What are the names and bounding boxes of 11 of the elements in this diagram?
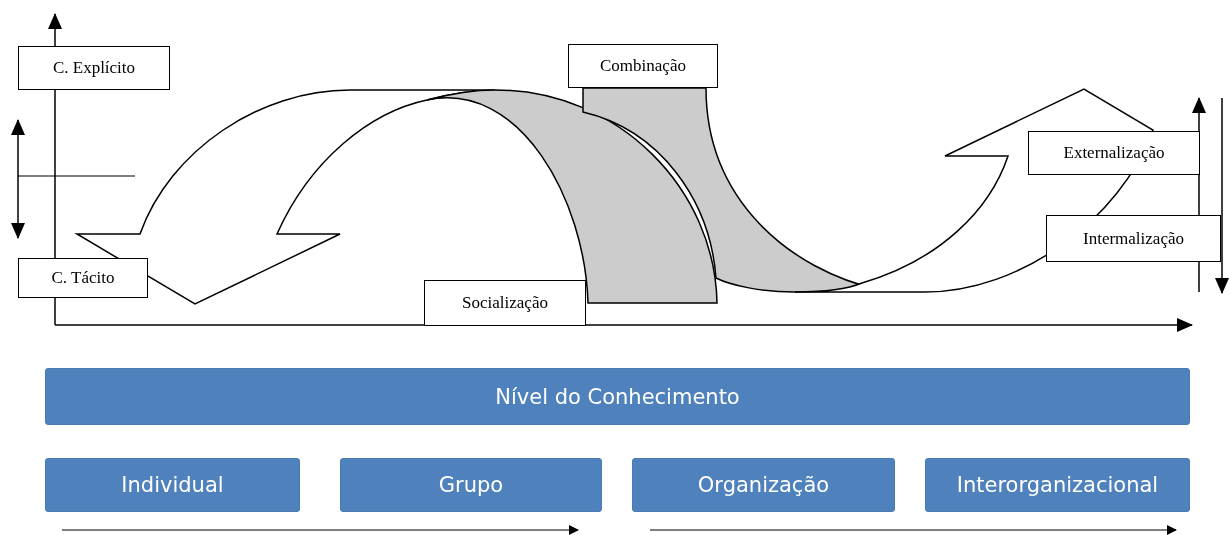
level-box: Grupo <box>340 458 602 512</box>
label-box: C. Explícito <box>18 46 170 90</box>
level-bar: Nível do Conhecimento <box>45 368 1190 425</box>
label-box: Externalização <box>1028 131 1200 175</box>
level-box: Interorganizacional <box>925 458 1190 512</box>
label-box: Combinação <box>568 44 718 88</box>
level-box: Organização <box>632 458 895 512</box>
label-box: C. Tácito <box>18 258 148 298</box>
label-box: Intermalização <box>1046 215 1221 262</box>
label-box: Socialização <box>424 280 586 326</box>
level-box: Individual <box>45 458 300 512</box>
